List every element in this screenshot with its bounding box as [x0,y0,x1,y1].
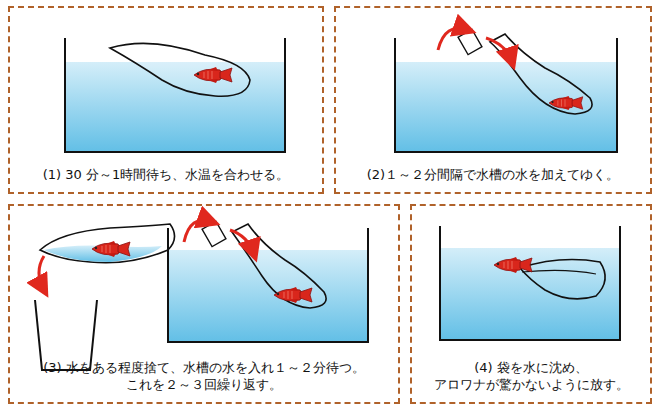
step-caption: (1) 30 分～1時間待ち、水温を合わせる。 [16,166,316,184]
step-caption: (3) 水をある程度捨て、水槽の水を入れ１～２分待つ。 これを２～３回繰り返す。 [16,359,392,394]
step-caption: (4) 袋を水に沈め、 アロワナが驚かないように放す。 [418,359,644,394]
step-panel: (4) 袋を水に沈め、 アロワナが驚かないように放す。 [410,204,652,404]
step-caption: (2)１～２分間隔で水槽の水を加えてゆく。 [342,166,644,184]
step-panel: (2)１～２分間隔で水槽の水を加えてゆく。 [334,6,652,194]
step-panel: (1) 30 分～1時間待ち、水温を合わせる。 [8,6,324,194]
step-panel: (3) 水をある程度捨て、水槽の水を入れ１～２分待つ。 これを２～３回繰り返す。 [8,204,400,404]
